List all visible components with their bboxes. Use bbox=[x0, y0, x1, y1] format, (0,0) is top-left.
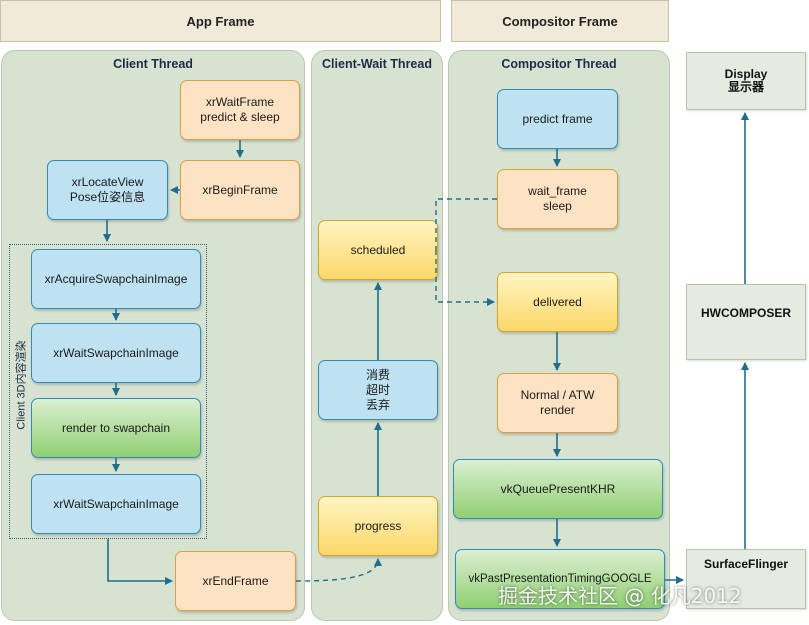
progress-label: progress bbox=[354, 518, 402, 533]
xr-wait-swapchain-image-node-1: xrWaitSwapchainImage bbox=[31, 323, 201, 383]
display-line1: Display bbox=[724, 67, 768, 81]
wait-frame-line2: sleep bbox=[543, 199, 572, 213]
normal-atw-line2: render bbox=[540, 403, 575, 417]
vk-queue-present-node: vkQueuePresentKHR bbox=[453, 459, 663, 519]
compositor-frame-header: Compositor Frame bbox=[451, 0, 669, 42]
predict-frame-label: predict frame bbox=[522, 111, 593, 126]
consume-timeout-drop-node: 消费 超时 丢弃 bbox=[318, 360, 438, 420]
app-frame-header: App Frame bbox=[0, 0, 441, 42]
xr-end-frame-label: xrEndFrame bbox=[202, 573, 269, 588]
render-to-swapchain-node: render to swapchain bbox=[31, 398, 201, 458]
wait-frame-sleep-node: wait_frame sleep bbox=[497, 169, 618, 229]
render-group bbox=[9, 244, 207, 539]
xr-wait-image-label-1: xrWaitSwapchainImage bbox=[53, 345, 179, 360]
compositor-thread-title: Compositor Thread bbox=[501, 57, 617, 71]
wait-frame-line1: wait_frame bbox=[528, 184, 587, 198]
scheduled-node: scheduled bbox=[318, 220, 438, 280]
normal-atw-line1: Normal / ATW bbox=[520, 388, 595, 402]
consume-line2: 超时 bbox=[365, 382, 390, 397]
scheduled-label: scheduled bbox=[350, 242, 406, 257]
xr-acquire-swapchain-image-node: xrAcquireSwapchainImage bbox=[31, 249, 201, 309]
vk-queue-present-label: vkQueuePresentKHR bbox=[500, 481, 616, 496]
xr-begin-frame-node: xrBeginFrame bbox=[180, 160, 300, 220]
consume-line1: 消费 bbox=[365, 367, 390, 382]
xr-locate-views-line2: Pose位姿信息 bbox=[69, 190, 146, 204]
client-wait-thread-title: Client-Wait Thread bbox=[322, 57, 432, 71]
progress-node: progress bbox=[318, 496, 438, 556]
hwcomposer-label: HWCOMPOSER bbox=[701, 306, 791, 320]
dashed-wait-to-scheduled bbox=[435, 198, 497, 250]
arrow-group-to-endframe bbox=[107, 539, 173, 585]
vk-past-presentation-timing-node: vkPastPresentationTimingGOOGLE bbox=[455, 549, 665, 609]
xr-wait-swapchain-image-node-2: xrWaitSwapchainImage bbox=[31, 474, 201, 534]
consume-line3: 丢弃 bbox=[365, 397, 390, 412]
xr-wait-frame-node: xrWaitFrame predict & sleep bbox=[180, 80, 300, 140]
xr-wait-image-label-2: xrWaitSwapchainImage bbox=[53, 496, 179, 511]
hwcomposer-box: HWCOMPOSER bbox=[686, 284, 806, 360]
surfaceflinger-box: SurfaceFlinger bbox=[686, 549, 806, 609]
display-line2: 显示器 bbox=[727, 80, 764, 94]
xr-wait-frame-line1: xrWaitFrame bbox=[205, 95, 275, 109]
delivered-label: delivered bbox=[533, 294, 582, 309]
xr-acquire-label: xrAcquireSwapchainImage bbox=[44, 271, 188, 286]
watermark: 掘金技术社区 @ 化凡2012 bbox=[498, 584, 742, 608]
delivered-node: delivered bbox=[497, 272, 618, 332]
display-box: Display 显示器 bbox=[686, 52, 806, 110]
vk-past-presentation-label: vkPastPresentationTimingGOOGLE bbox=[468, 572, 652, 585]
xr-locate-views-node: xrLocateView Pose位姿信息 bbox=[47, 160, 168, 220]
xr-begin-frame-label: xrBeginFrame bbox=[202, 182, 278, 197]
app-frame-title: App Frame bbox=[186, 13, 255, 29]
client-thread-title: Client Thread bbox=[113, 57, 193, 71]
render-to-swapchain-label: render to swapchain bbox=[61, 420, 171, 435]
dashed-endframe-to-progress bbox=[295, 558, 382, 582]
dashed-to-delivered bbox=[435, 250, 495, 306]
normal-atw-render-node: Normal / ATW render bbox=[497, 373, 618, 433]
xr-locate-views-line1: xrLocateView bbox=[71, 175, 144, 189]
xr-end-frame-node: xrEndFrame bbox=[175, 551, 296, 611]
compositor-frame-title: Compositor Frame bbox=[502, 13, 618, 29]
surfaceflinger-label: SurfaceFlinger bbox=[703, 557, 789, 571]
xr-wait-frame-line2: predict & sleep bbox=[200, 110, 280, 124]
predict-frame-node: predict frame bbox=[497, 89, 618, 149]
